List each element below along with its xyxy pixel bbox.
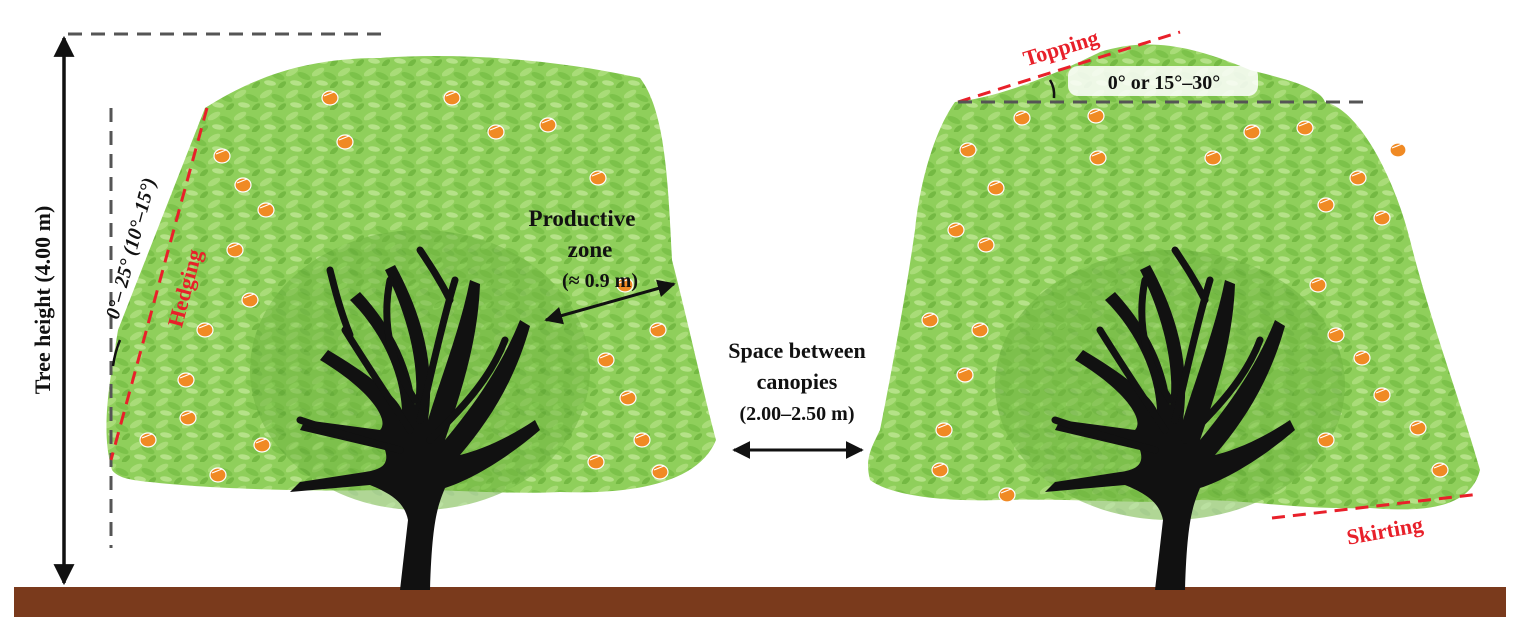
- orange-fruit-icon: [539, 117, 557, 133]
- orange-fruit-icon: [651, 464, 669, 480]
- orange-fruit-icon: [589, 170, 607, 186]
- productive-zone-label-line1: Productive: [529, 206, 636, 231]
- space-between-size: (2.00–2.50 m): [740, 403, 855, 425]
- orange-fruit-icon: [921, 312, 939, 328]
- orange-fruit-icon: [226, 242, 244, 258]
- topping-cut-line: [957, 30, 1181, 104]
- orange-fruit-icon: [1373, 210, 1391, 226]
- orange-fruit-icon: [1317, 432, 1335, 448]
- tree-height-label: Tree height (4.00 m): [30, 206, 55, 395]
- orange-fruit-icon: [633, 432, 651, 448]
- orange-fruit-icon: [1353, 350, 1371, 366]
- tree-left: [106, 56, 716, 590]
- orange-fruit-icon: [1389, 142, 1407, 158]
- orange-fruit-icon: [487, 124, 505, 140]
- orange-fruit-icon: [597, 352, 615, 368]
- hedging-angle-arc: [111, 339, 122, 367]
- orange-fruit-icon: [1327, 327, 1345, 343]
- orange-fruit-icon: [196, 322, 214, 338]
- orange-fruit-icon: [1373, 387, 1391, 403]
- orange-fruit-icon: [253, 437, 271, 453]
- orange-fruit-icon: [213, 148, 231, 164]
- orange-fruit-icon: [321, 90, 339, 106]
- orange-fruit-icon: [209, 467, 227, 483]
- orange-fruit-icon: [257, 202, 275, 218]
- topping-angle-arc: [1048, 79, 1056, 99]
- space-between-label-line2: canopies: [757, 369, 838, 394]
- tree-left-branches: [296, 246, 509, 454]
- orange-fruit-icon: [1349, 170, 1367, 186]
- orange-fruit-icon: [234, 177, 252, 193]
- tree-right: [868, 44, 1480, 590]
- topping-angle-label: 0° or 15°–30°: [1108, 72, 1221, 94]
- orange-fruit-icon: [947, 222, 965, 238]
- tree-right-trunk-icon: [1045, 265, 1295, 590]
- orange-fruit-icon: [179, 410, 197, 426]
- orange-fruit-icon: [1309, 277, 1327, 293]
- orange-fruit-icon: [931, 462, 949, 478]
- orange-fruit-icon: [998, 487, 1016, 503]
- orange-fruit-icon: [1087, 108, 1105, 124]
- orange-fruit-icon: [1317, 197, 1335, 213]
- topping-angle-label-bg: [1068, 66, 1258, 96]
- orange-fruit-icon: [1296, 120, 1314, 136]
- orange-fruit-icon: [935, 422, 953, 438]
- orange-fruit-icon: [1243, 124, 1261, 140]
- skirting-label: Skirting: [1345, 512, 1425, 550]
- hedging-cut-line: [109, 107, 209, 461]
- orange-fruit-icon: [649, 322, 667, 338]
- orange-fruit-icon: [956, 367, 974, 383]
- space-between-label-line1: Space between: [728, 338, 865, 363]
- tree-left-trunk-icon: [290, 265, 540, 590]
- orange-fruit-icon: [619, 390, 637, 406]
- orange-fruit-icon: [977, 237, 995, 253]
- orange-fruit-icon: [1089, 150, 1107, 166]
- productive-zone-label-line2: zone: [568, 237, 613, 262]
- orange-fruit-icon: [241, 292, 259, 308]
- orange-fruit-icon: [587, 454, 605, 470]
- orange-fruit-icon: [443, 90, 461, 106]
- orange-fruit-icon: [959, 142, 977, 158]
- ground: [14, 587, 1506, 617]
- orange-fruit-icon: [1431, 462, 1449, 478]
- orange-fruit-icon: [971, 322, 989, 338]
- orange-fruit-icon: [987, 180, 1005, 196]
- productive-zone-arrow: [544, 279, 676, 325]
- skirting-cut-line: [1271, 492, 1481, 520]
- orange-fruit-icon: [1013, 110, 1031, 126]
- productive-zone-size: (≈ 0.9 m): [562, 270, 638, 292]
- orange-fruit-icon: [1409, 420, 1427, 436]
- orange-fruit-icon: [336, 134, 354, 150]
- tree-right-branches: [1051, 246, 1264, 454]
- orange-fruit-icon: [1204, 150, 1222, 166]
- orange-fruit-icon: [139, 432, 157, 448]
- orange-fruit-icon: [177, 372, 195, 388]
